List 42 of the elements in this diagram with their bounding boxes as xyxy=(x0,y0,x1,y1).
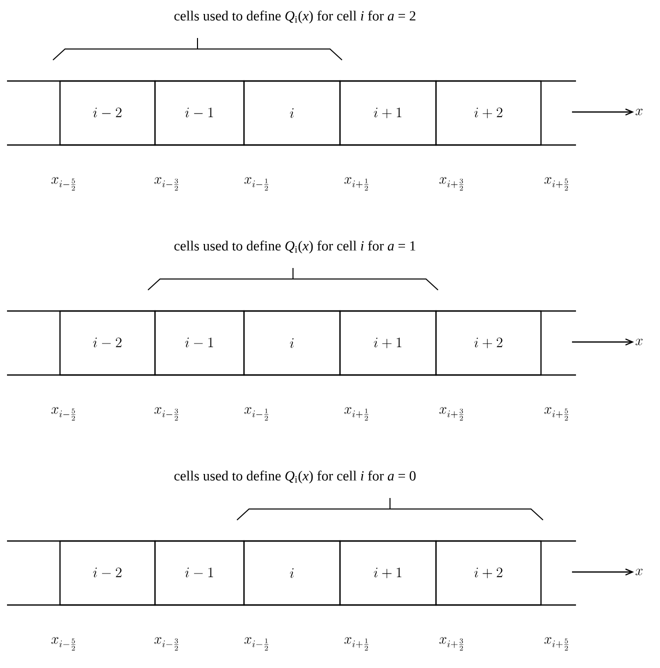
cell-box: $i-2$ xyxy=(59,310,156,376)
boundary-label: $x_{i-\frac{3}{2}}$ xyxy=(154,407,178,421)
cell-box: $i$ xyxy=(243,310,341,376)
arrow xyxy=(572,108,634,116)
cell-box: $i-1$ xyxy=(154,310,245,376)
caption: cells used to define Q$_{i}$(x) for cell i for a = 1 xyxy=(174,240,416,254)
cell-box: $i-1$ xyxy=(154,80,245,146)
boundary-label: $x_{i+\frac{1}{2}}$ xyxy=(344,177,368,191)
cell-box: $i-2$ xyxy=(59,80,156,146)
cell-box: $i+1$ xyxy=(339,310,437,376)
arrow xyxy=(572,338,634,346)
boundary-label: $x_{i+\frac{5}{2}}$ xyxy=(544,177,568,191)
axis-label: $x$ xyxy=(636,568,643,576)
cell-box: $i+2$ xyxy=(435,540,542,606)
boundary-label: $x_{i+\frac{3}{2}}$ xyxy=(439,407,464,421)
caption: cells used to define Q$_{i}$(x) for cell i for a = 2 xyxy=(174,10,416,24)
arrow xyxy=(572,568,634,576)
boundary-label: $x_{i-\frac{5}{2}}$ xyxy=(51,637,76,651)
caption: cells used to define Q$_{i}$(x) for cell i for a = 0 xyxy=(174,470,416,484)
cell-box: $i$ xyxy=(243,80,341,146)
boundary-label: $x_{i-\frac{5}{2}}$ xyxy=(51,177,76,191)
boundary-label: $x_{i+\frac{3}{2}}$ xyxy=(439,637,464,651)
boundary-label: $x_{i-\frac{3}{2}}$ xyxy=(154,177,178,191)
boundary-label: $x_{i-\frac{3}{2}}$ xyxy=(154,637,178,651)
boundary-label: $x_{i-\frac{1}{2}}$ xyxy=(244,637,268,651)
boundary-label: $x_{i-\frac{5}{2}}$ xyxy=(51,407,76,421)
cell-box: $i-1$ xyxy=(154,540,245,606)
cell-box: $i+1$ xyxy=(339,540,437,606)
cell-box: $i+2$ xyxy=(435,310,542,376)
cell-box: $i+1$ xyxy=(339,80,437,146)
boundary-label: $x_{i+\frac{5}{2}}$ xyxy=(544,407,568,421)
boundary-label: $x_{i+\frac{5}{2}}$ xyxy=(544,637,568,651)
boundary-label: $x_{i+\frac{1}{2}}$ xyxy=(344,637,368,651)
cell-box: $i-2$ xyxy=(59,540,156,606)
boundary-label: $x_{i-\frac{1}{2}}$ xyxy=(244,407,268,421)
boundary-label: $x_{i+\frac{3}{2}}$ xyxy=(439,177,464,191)
axis-label: $x$ xyxy=(636,108,643,116)
boundary-label: $x_{i+\frac{1}{2}}$ xyxy=(344,407,368,421)
cell-box: $i+2$ xyxy=(435,80,542,146)
boundary-label: $x_{i-\frac{1}{2}}$ xyxy=(244,177,268,191)
cell-box: $i$ xyxy=(243,540,341,606)
axis-label: $x$ xyxy=(636,338,643,346)
